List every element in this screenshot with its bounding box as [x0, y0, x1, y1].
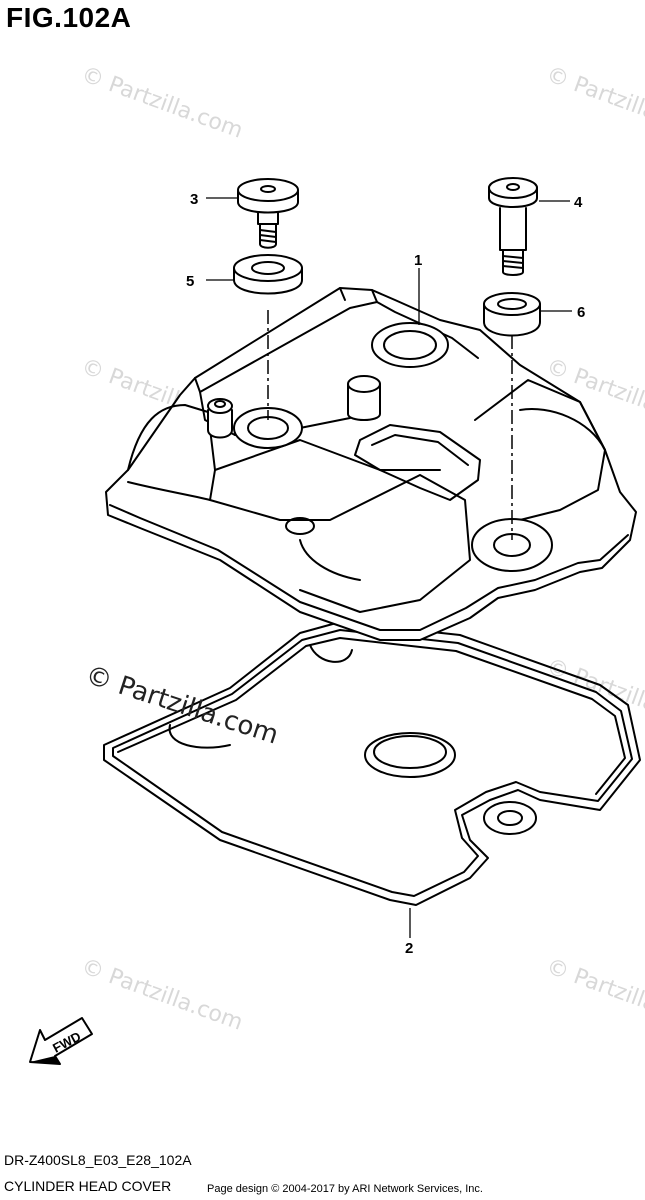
figure-title: FIG.102A — [6, 2, 132, 33]
watermark-5: © Partzilla.com — [543, 654, 645, 736]
diagram-name: CYLINDER HEAD COVER — [4, 1178, 172, 1194]
watermark-1: © Partzilla.com — [78, 62, 246, 144]
watermark-6: © Partzilla.com — [78, 954, 246, 1036]
part-4-bolt — [488, 177, 538, 276]
fwd-arrow-icon: FWD — [29, 1017, 93, 1065]
callout-1: 1 — [414, 252, 422, 269]
watermark-2: © Partzilla.com — [543, 62, 645, 144]
part-6-grommet — [483, 292, 541, 337]
alignment-lines — [267, 310, 513, 540]
copyright-credit: Page design © 2004-2017 by ARI Network S… — [207, 1183, 483, 1195]
diagram-code: DR-Z400SL8_E03_E28_102A — [4, 1152, 192, 1168]
part-5-washer — [233, 254, 303, 295]
part-1-cylinder-head-cover — [105, 287, 637, 641]
callout-2: 2 — [405, 940, 413, 957]
callout-5: 5 — [186, 273, 194, 290]
watermark-main: © Partzilla.com — [82, 660, 282, 751]
fwd-label: FWD — [50, 1029, 83, 1056]
callout-6: 6 — [577, 304, 585, 321]
leader-lines — [206, 197, 572, 938]
callout-3: 3 — [190, 191, 198, 208]
part-3-bolt — [237, 178, 299, 249]
callout-4: 4 — [574, 194, 583, 211]
watermark-7: © Partzilla.com — [543, 954, 645, 1036]
